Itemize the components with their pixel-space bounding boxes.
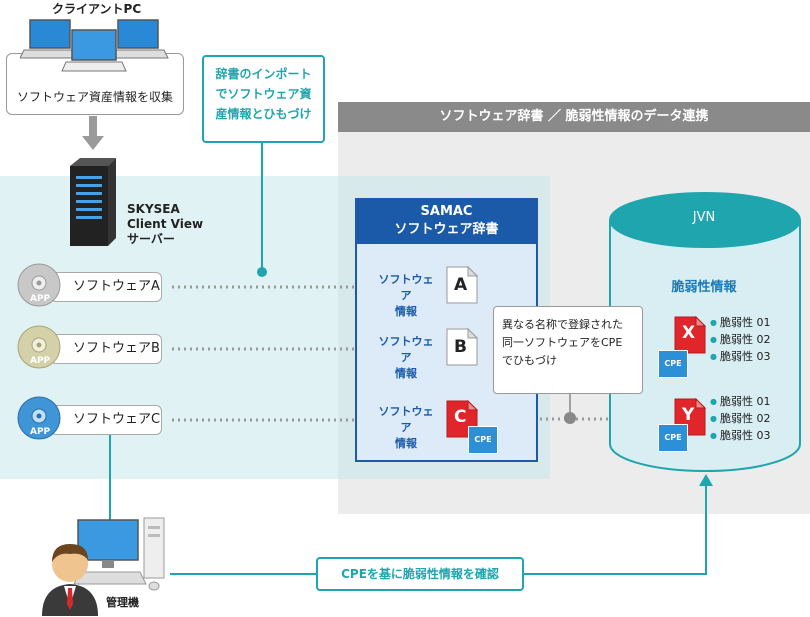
admin-machine-label: 管理機 <box>106 596 139 609</box>
samac-header: SAMAC ソフトウェア辞書 <box>355 198 538 244</box>
samac-entry-c-label: ソフトウェア 情報 <box>374 404 438 452</box>
document-x-letter: X <box>682 323 696 343</box>
server-label-line-1: SKYSEA <box>127 202 180 216</box>
software-c-label: ソフトウェアC <box>73 412 161 427</box>
admin-machine-icon <box>73 517 165 591</box>
vulnerability-info-title: 脆弱性情報 <box>671 280 737 295</box>
note-line-1: 異なる名称で登録された <box>502 318 623 331</box>
server-label: SKYSEA Client View サーバー <box>127 202 203 247</box>
jvn-x-item-2: 脆弱性 02 <box>710 332 771 349</box>
jvn-y-item-1: 脆弱性 01 <box>710 394 771 411</box>
samac-entry-a-label: ソフトウェア 情報 <box>374 272 438 320</box>
disc-b-app-label: APP <box>30 356 51 366</box>
disc-a-app-label: APP <box>30 294 51 304</box>
jvn-y-vulnerability-list: 脆弱性 01 脆弱性 02 脆弱性 03 <box>710 394 771 445</box>
dictionary-import-callout: 辞書のインポート でソフトウェア資 産情報とひもづけ <box>202 55 325 143</box>
document-b-letter: B <box>454 337 467 357</box>
document-y-letter: Y <box>682 405 695 425</box>
samac-cpe-tag: CPE <box>468 426 498 454</box>
software-b-box: ソフトウェアB <box>50 334 162 364</box>
software-a-label: ソフトウェアA <box>73 279 160 294</box>
note-line-3: でひもづけ <box>502 354 557 367</box>
note-line-2: 同一ソフトウェアをCPE <box>502 336 623 349</box>
samac-entry-b-label-1: ソフトウェア <box>378 335 434 364</box>
server-icon <box>70 158 116 246</box>
client-pc-caption: ソフトウェア資産情報を収集 <box>16 90 173 104</box>
jvn-x-vulnerability-list: 脆弱性 01 脆弱性 02 脆弱性 03 <box>710 315 771 366</box>
document-a-icon <box>446 266 478 304</box>
callout-line-3: 産情報とひもづけ <box>215 107 312 121</box>
samac-entry-b-label-2: 情報 <box>395 367 417 380</box>
samac-title: SAMAC <box>420 204 473 219</box>
jvn-y-cpe-tag: CPE <box>658 424 688 452</box>
cpe-link-note: 異なる名称で登録された 同一ソフトウェアをCPE でひもづけ <box>493 306 643 394</box>
disc-c-app-label: APP <box>30 427 51 437</box>
jvn-y-item-3: 脆弱性 03 <box>710 428 771 445</box>
software-a-box: ソフトウェアA <box>50 272 162 302</box>
samac-subtitle: ソフトウェア辞書 <box>394 222 499 237</box>
samac-entry-b-label: ソフトウェア 情報 <box>374 334 438 382</box>
samac-entry-c-label-1: ソフトウェア <box>378 405 434 434</box>
samac-entry-a-label-1: ソフトウェア <box>378 273 434 302</box>
document-b-icon <box>446 328 478 366</box>
server-label-line-3: サーバー <box>127 232 175 246</box>
callout-line-2: でソフトウェア資 <box>215 87 312 101</box>
disc-b-icon <box>17 325 61 369</box>
jvn-title: JVN <box>692 210 716 225</box>
document-a-letter: A <box>454 275 468 295</box>
jvn-x-item-3: 脆弱性 03 <box>710 349 771 366</box>
jvn-y-item-2: 脆弱性 02 <box>710 411 771 428</box>
data-link-panel-header: ソフトウェア辞書 ／ 脆弱性情報のデータ連携 <box>338 102 810 132</box>
callout-line-1: 辞書のインポート <box>215 67 312 81</box>
samac-entry-c-label-2: 情報 <box>395 437 417 450</box>
server-label-line-2: Client View <box>127 217 204 231</box>
software-c-box: ソフトウェアC <box>50 405 162 435</box>
software-b-label: ソフトウェアB <box>73 341 160 356</box>
client-pc-title: クライアントPC <box>52 2 142 16</box>
cpe-confirm-box: CPEを基に脆弱性情報を確認 <box>316 557 524 591</box>
administrator-person-icon <box>42 544 98 616</box>
jvn-x-item-1: 脆弱性 01 <box>710 315 771 332</box>
disc-a-icon <box>17 263 61 307</box>
jvn-x-cpe-tag: CPE <box>658 350 688 378</box>
disc-c-icon <box>17 396 61 440</box>
laptops-icon <box>20 19 169 72</box>
document-x-icon <box>674 316 706 354</box>
document-c-letter: C <box>454 407 467 427</box>
samac-entry-a-label-2: 情報 <box>395 305 417 318</box>
